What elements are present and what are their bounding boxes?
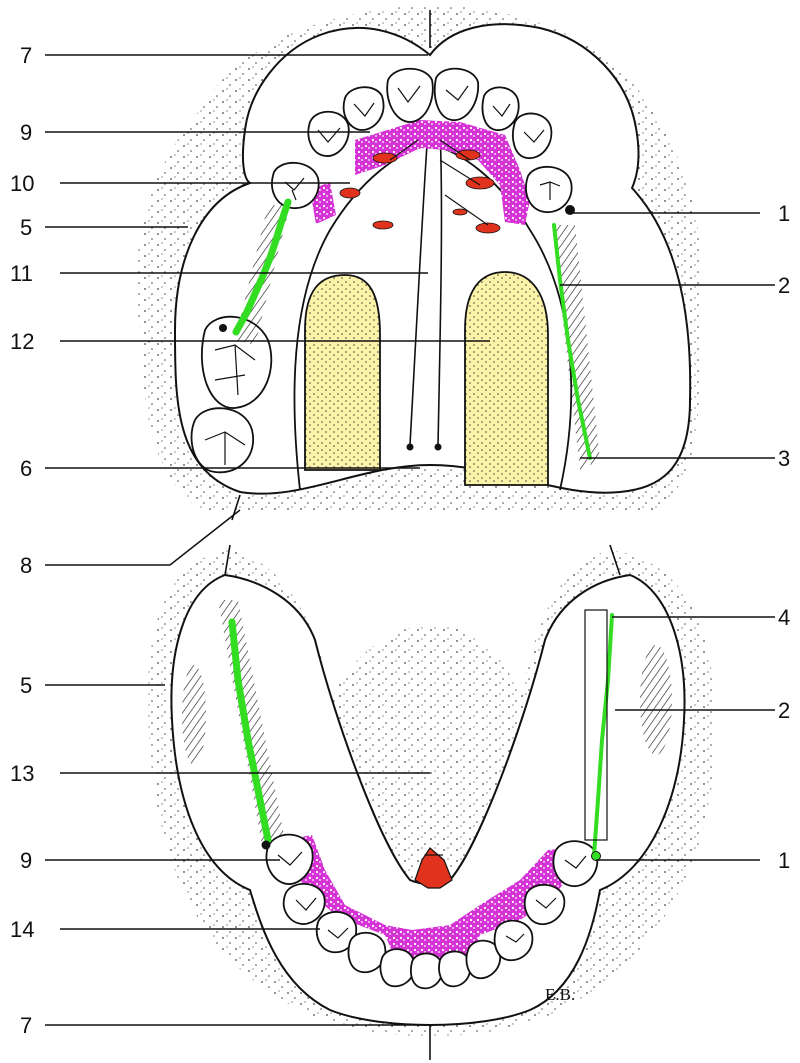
label-3: 3 (778, 446, 790, 471)
lower-right-dot (592, 852, 601, 861)
label-8: 8 (20, 553, 32, 578)
palatine-region-right (465, 272, 548, 485)
label-2-top: 2 (778, 273, 790, 298)
lower-jaw (148, 550, 716, 1036)
label-12: 12 (10, 329, 34, 354)
label-6: 6 (20, 456, 32, 481)
label-9-top: 9 (20, 120, 32, 145)
label-4: 4 (778, 605, 790, 630)
label-5-top: 5 (20, 215, 32, 240)
left-labels: 7 9 10 5 11 12 6 8 5 13 9 14 7 (10, 43, 34, 1038)
label-10: 10 (10, 171, 34, 196)
label-13: 13 (10, 761, 34, 786)
label-11: 11 (10, 261, 33, 286)
label-1-bottom: 1 (778, 848, 790, 873)
lower-left-dot (262, 841, 271, 850)
label-7-bottom: 7 (20, 1013, 32, 1038)
palatine-region-left (305, 275, 380, 470)
label-5-bottom: 5 (20, 673, 32, 698)
lower-right-hatched-area (640, 645, 672, 755)
upper-jaw (137, 5, 703, 510)
label-7-top: 7 (20, 43, 32, 68)
right-labels: 1 2 3 4 2 1 (778, 201, 790, 873)
label-1-top: 1 (778, 201, 790, 226)
label-14: 14 (10, 917, 34, 942)
upper-left-dot (219, 324, 227, 332)
raphe-dot-right (435, 444, 442, 451)
label-9-bottom: 9 (20, 848, 32, 873)
label-2-bottom: 2 (778, 698, 790, 723)
artist-signature: E.B. (545, 985, 575, 1004)
raphe-dot-left (407, 444, 414, 451)
lower-left-hatched-area (182, 665, 206, 765)
